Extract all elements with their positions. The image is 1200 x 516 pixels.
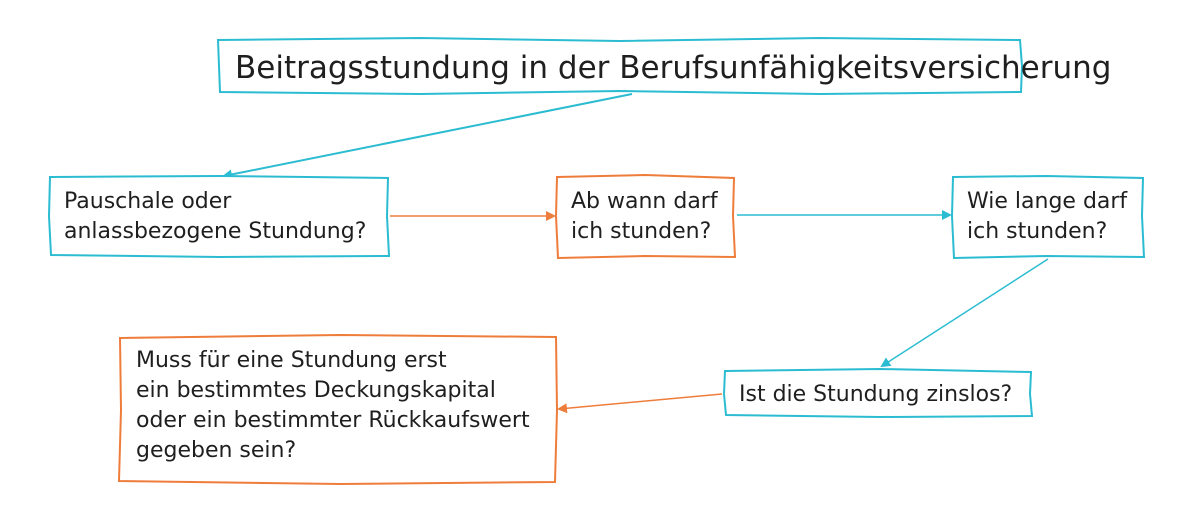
node-ab-wann-line1: Ab wann darf	[571, 189, 719, 214]
node-deckungskapital-line1: Muss für eine Stundung erst	[136, 348, 447, 373]
connector-title-to-pauschale	[222, 93, 633, 180]
title-node: Beitragsstundung in der Berufsunfähigkei…	[216, 36, 1111, 96]
node-pauschale-line2: anlassbezogene Stundung?	[64, 219, 366, 244]
connector-wielange-to-zinslos	[880, 258, 1049, 368]
node-deckungskapital: Muss für eine Stundung erst ein bestimmt…	[117, 333, 559, 486]
diagram-title: Beitragsstundung in der Berufsunfähigkei…	[235, 50, 1111, 86]
node-wie-lange-line2: ich stunden?	[967, 219, 1107, 244]
node-deckungskapital-line3: oder ein bestimmter Rückkaufswert	[136, 408, 530, 433]
node-pauschale: Pauschale oder anlassbezogene Stundung?	[47, 174, 391, 259]
node-ab-wann: Ab wann darf ich stunden?	[554, 173, 737, 260]
node-deckungskapital-box	[117, 333, 559, 486]
node-pauschale-box	[47, 174, 391, 259]
title-box	[216, 36, 1024, 96]
node-wie-lange-line1: Wie lange darf	[967, 189, 1128, 214]
node-deckungskapital-line4: gegeben sein?	[136, 438, 296, 463]
connector-zinslos-to-deckungskapital	[557, 393, 723, 414]
node-wie-lange-box	[950, 174, 1146, 260]
node-ab-wann-box	[554, 173, 737, 260]
node-ab-wann-line2: ich stunden?	[571, 219, 711, 244]
node-zinslos-box	[722, 367, 1034, 419]
node-pauschale-line1: Pauschale oder	[64, 189, 232, 214]
node-zinslos: Ist die Stundung zinslos?	[722, 367, 1034, 419]
node-wie-lange: Wie lange darf ich stunden?	[950, 174, 1146, 260]
node-deckungskapital-line2: ein bestimmtes Deckungskapital	[136, 378, 496, 403]
node-zinslos-line1: Ist die Stundung zinslos?	[739, 382, 1012, 407]
